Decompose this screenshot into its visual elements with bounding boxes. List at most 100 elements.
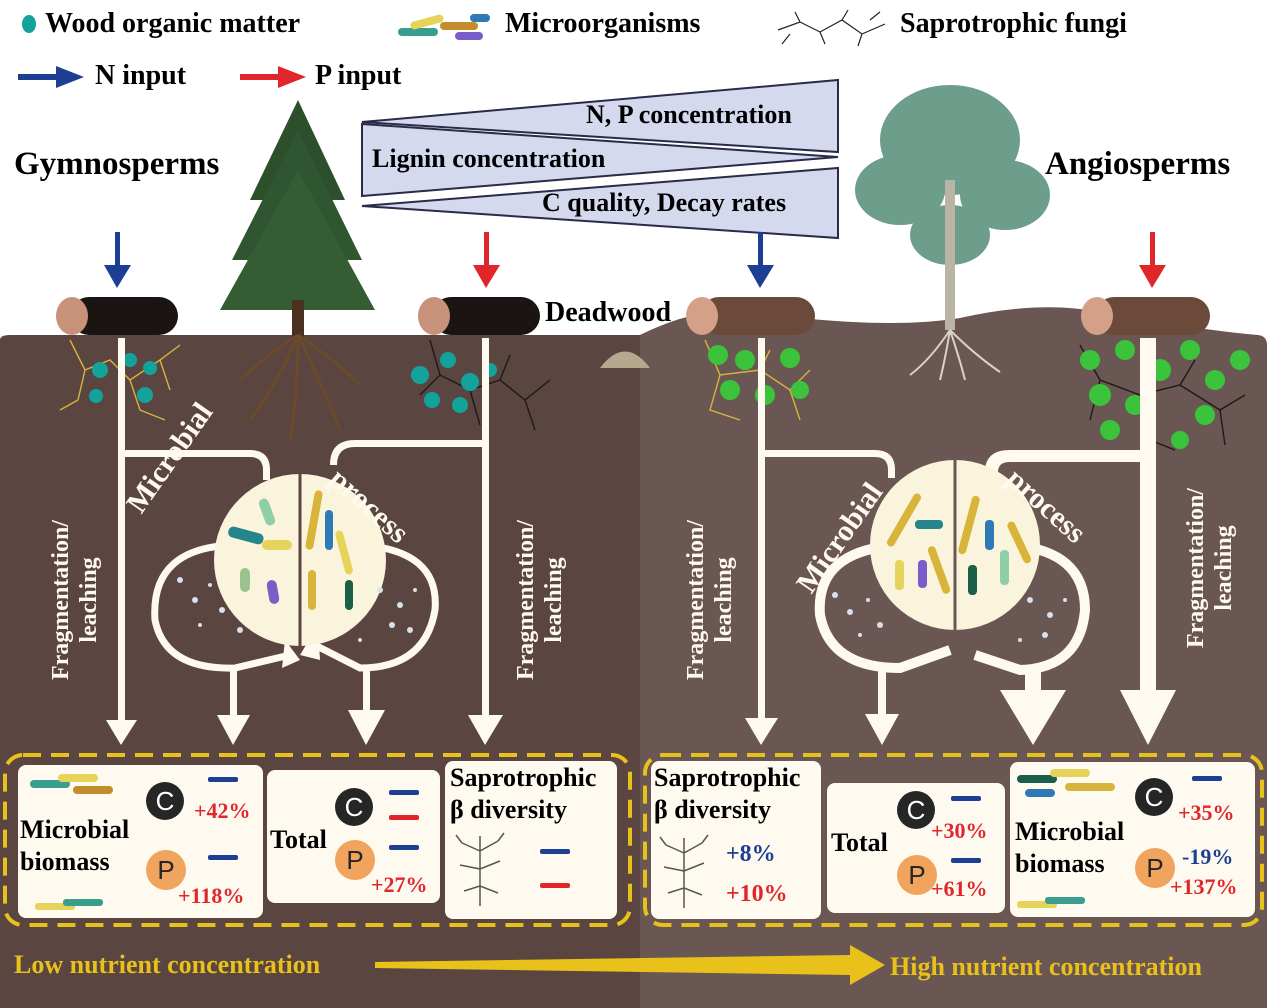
- microbial-biomass-card-left: Microbial biomass C +42% P +118%: [18, 765, 263, 918]
- legend-p-input-label: P input: [315, 60, 402, 91]
- np-concentration-label: N, P concentration: [586, 100, 792, 129]
- phosphorus-icon: P: [1135, 848, 1175, 888]
- c-p-effect-value: +35%: [1178, 800, 1235, 825]
- p-p-effect-value: +61%: [931, 876, 988, 901]
- lignin-wedge: [361, 122, 839, 198]
- n-effect-dash: [1192, 776, 1222, 781]
- np-wedge: [361, 78, 839, 154]
- p-input-arrow-icon: [1139, 232, 1166, 288]
- n-effect-dash: [208, 777, 238, 782]
- c-quality-label: C quality, Decay rates: [542, 188, 787, 217]
- log-icon: [1081, 297, 1210, 335]
- beta-diversity-label: β diversity: [654, 795, 771, 824]
- microbial-loop-right: [814, 540, 1091, 676]
- n-effect-dash: [389, 845, 419, 850]
- c-p-effect-value: +42%: [194, 798, 251, 823]
- fragmentation-label: Fragmentation/leaching: [683, 520, 737, 680]
- gymnosperms-title: Gymnosperms: [14, 146, 220, 182]
- microbial-biomass-label: biomass: [1015, 849, 1105, 878]
- legend-microbes-label: Microorganisms: [505, 8, 701, 39]
- log-icon: [56, 297, 178, 335]
- hyphae-icon: [59, 339, 181, 421]
- organic-matter-dots: [89, 353, 157, 403]
- p-effect-dash: [389, 815, 419, 820]
- n-input-arrow-icon: [104, 232, 131, 288]
- deadwood-label: Deadwood: [545, 297, 672, 328]
- saprotrophic-label: Saprotrophic: [450, 763, 597, 792]
- phosphorus-icon: P: [146, 850, 186, 890]
- n-effect-dash: [208, 855, 238, 860]
- flow-pathways-left: [106, 338, 503, 745]
- microorganisms-icon: [1017, 769, 1115, 797]
- microbes-left: [228, 490, 353, 610]
- p-input-arrow-icon: [473, 232, 500, 288]
- legend-wood-label: Wood organic matter: [45, 8, 301, 39]
- p-n-effect-value: -19%: [1182, 844, 1234, 869]
- log-icon: [418, 297, 540, 335]
- saprotrophic-label: Saprotrophic: [654, 763, 801, 792]
- total-card-left: Total C P +27%: [267, 770, 440, 903]
- lignin-concentration-label: Lignin concentration: [372, 144, 606, 173]
- carbon-icon: C: [146, 782, 184, 820]
- n-effect-dash: [951, 858, 981, 863]
- total-label: Total: [270, 825, 327, 854]
- flow-pathways-right: [745, 338, 1176, 745]
- p-p-effect-value: +137%: [1170, 874, 1238, 899]
- wood-organic-matter-icon: [22, 15, 36, 33]
- carbon-icon: C: [1135, 778, 1173, 816]
- p-p-effect-value: +27%: [371, 872, 428, 897]
- microorganisms-icon: [1017, 897, 1085, 908]
- p-input-legend-arrow-icon: [240, 66, 306, 88]
- microbial-biomass-label: Microbial: [1015, 817, 1125, 846]
- p-effect-dash: [540, 883, 570, 888]
- n-effect-dash: [540, 849, 570, 854]
- fragmentation-label: Fragmentation/leaching: [1183, 488, 1237, 648]
- legend-n-input-label: N input: [95, 60, 187, 91]
- n-effect-value: +8%: [726, 841, 776, 867]
- fragmentation-label: Fragmentation/leaching: [48, 520, 102, 680]
- n-input-arrow-icon: [747, 232, 774, 288]
- n-input-legend-arrow-icon: [18, 66, 84, 88]
- saprotrophic-card-right: Saprotrophic β diversity +8% +10%: [651, 761, 821, 919]
- deciduous-tree-icon: [855, 85, 1050, 381]
- p-p-effect-value: +118%: [178, 883, 245, 908]
- results-outline-right: [643, 753, 1264, 927]
- c-p-effect-value: +30%: [931, 818, 988, 843]
- microorganisms-icon: [398, 14, 490, 40]
- microbes-right: [887, 493, 1032, 595]
- n-effect-dash: [389, 790, 419, 795]
- microbial-loop-left: [151, 541, 439, 672]
- microbial-biomass-label: biomass: [20, 847, 110, 876]
- nutrient-particles-right: [832, 592, 1067, 642]
- microbial-biomass-card-right: Microbial biomass C +35% P -19% +137%: [1010, 762, 1255, 917]
- saprotrophic-fungi-icon: [659, 834, 709, 908]
- cq-wedge: [361, 166, 839, 240]
- saprotrophic-fungi-icon: [777, 9, 886, 47]
- microorganisms-icon: [30, 774, 113, 794]
- sawdust-pile-icon: [600, 351, 650, 368]
- nutrient-particles-left: [177, 577, 417, 642]
- saprotrophic-card-left: Saprotrophic β diversity: [445, 761, 617, 919]
- microbial-biomass-label: Microbial: [20, 815, 130, 844]
- log-icon: [686, 297, 815, 335]
- legend-fungi-label: Saprotrophic fungi: [900, 8, 1127, 39]
- beta-diversity-label: β diversity: [450, 795, 567, 824]
- total-label: Total: [831, 828, 888, 857]
- carbon-icon: C: [897, 791, 935, 829]
- n-effect-dash: [951, 796, 981, 801]
- results-outline-left: [3, 753, 632, 927]
- nutrient-gradient-arrow: [375, 945, 885, 985]
- carbon-icon: C: [335, 788, 373, 826]
- total-card-right: Total C +30% P +61%: [827, 783, 1005, 913]
- phosphorus-icon: P: [335, 840, 375, 880]
- low-nutrient-label: Low nutrient concentration: [14, 950, 321, 979]
- conifer-tree-icon: [220, 100, 375, 441]
- phosphorus-icon: P: [897, 855, 937, 895]
- p-effect-value: +10%: [726, 881, 788, 907]
- saprotrophic-fungi-icon: [455, 832, 505, 906]
- fragmentation-label: Fragmentation/leaching: [513, 520, 567, 680]
- high-nutrient-label: High nutrient concentration: [890, 952, 1202, 981]
- angiosperms-title: Angiosperms: [1045, 146, 1231, 182]
- microorganisms-icon: [35, 899, 103, 910]
